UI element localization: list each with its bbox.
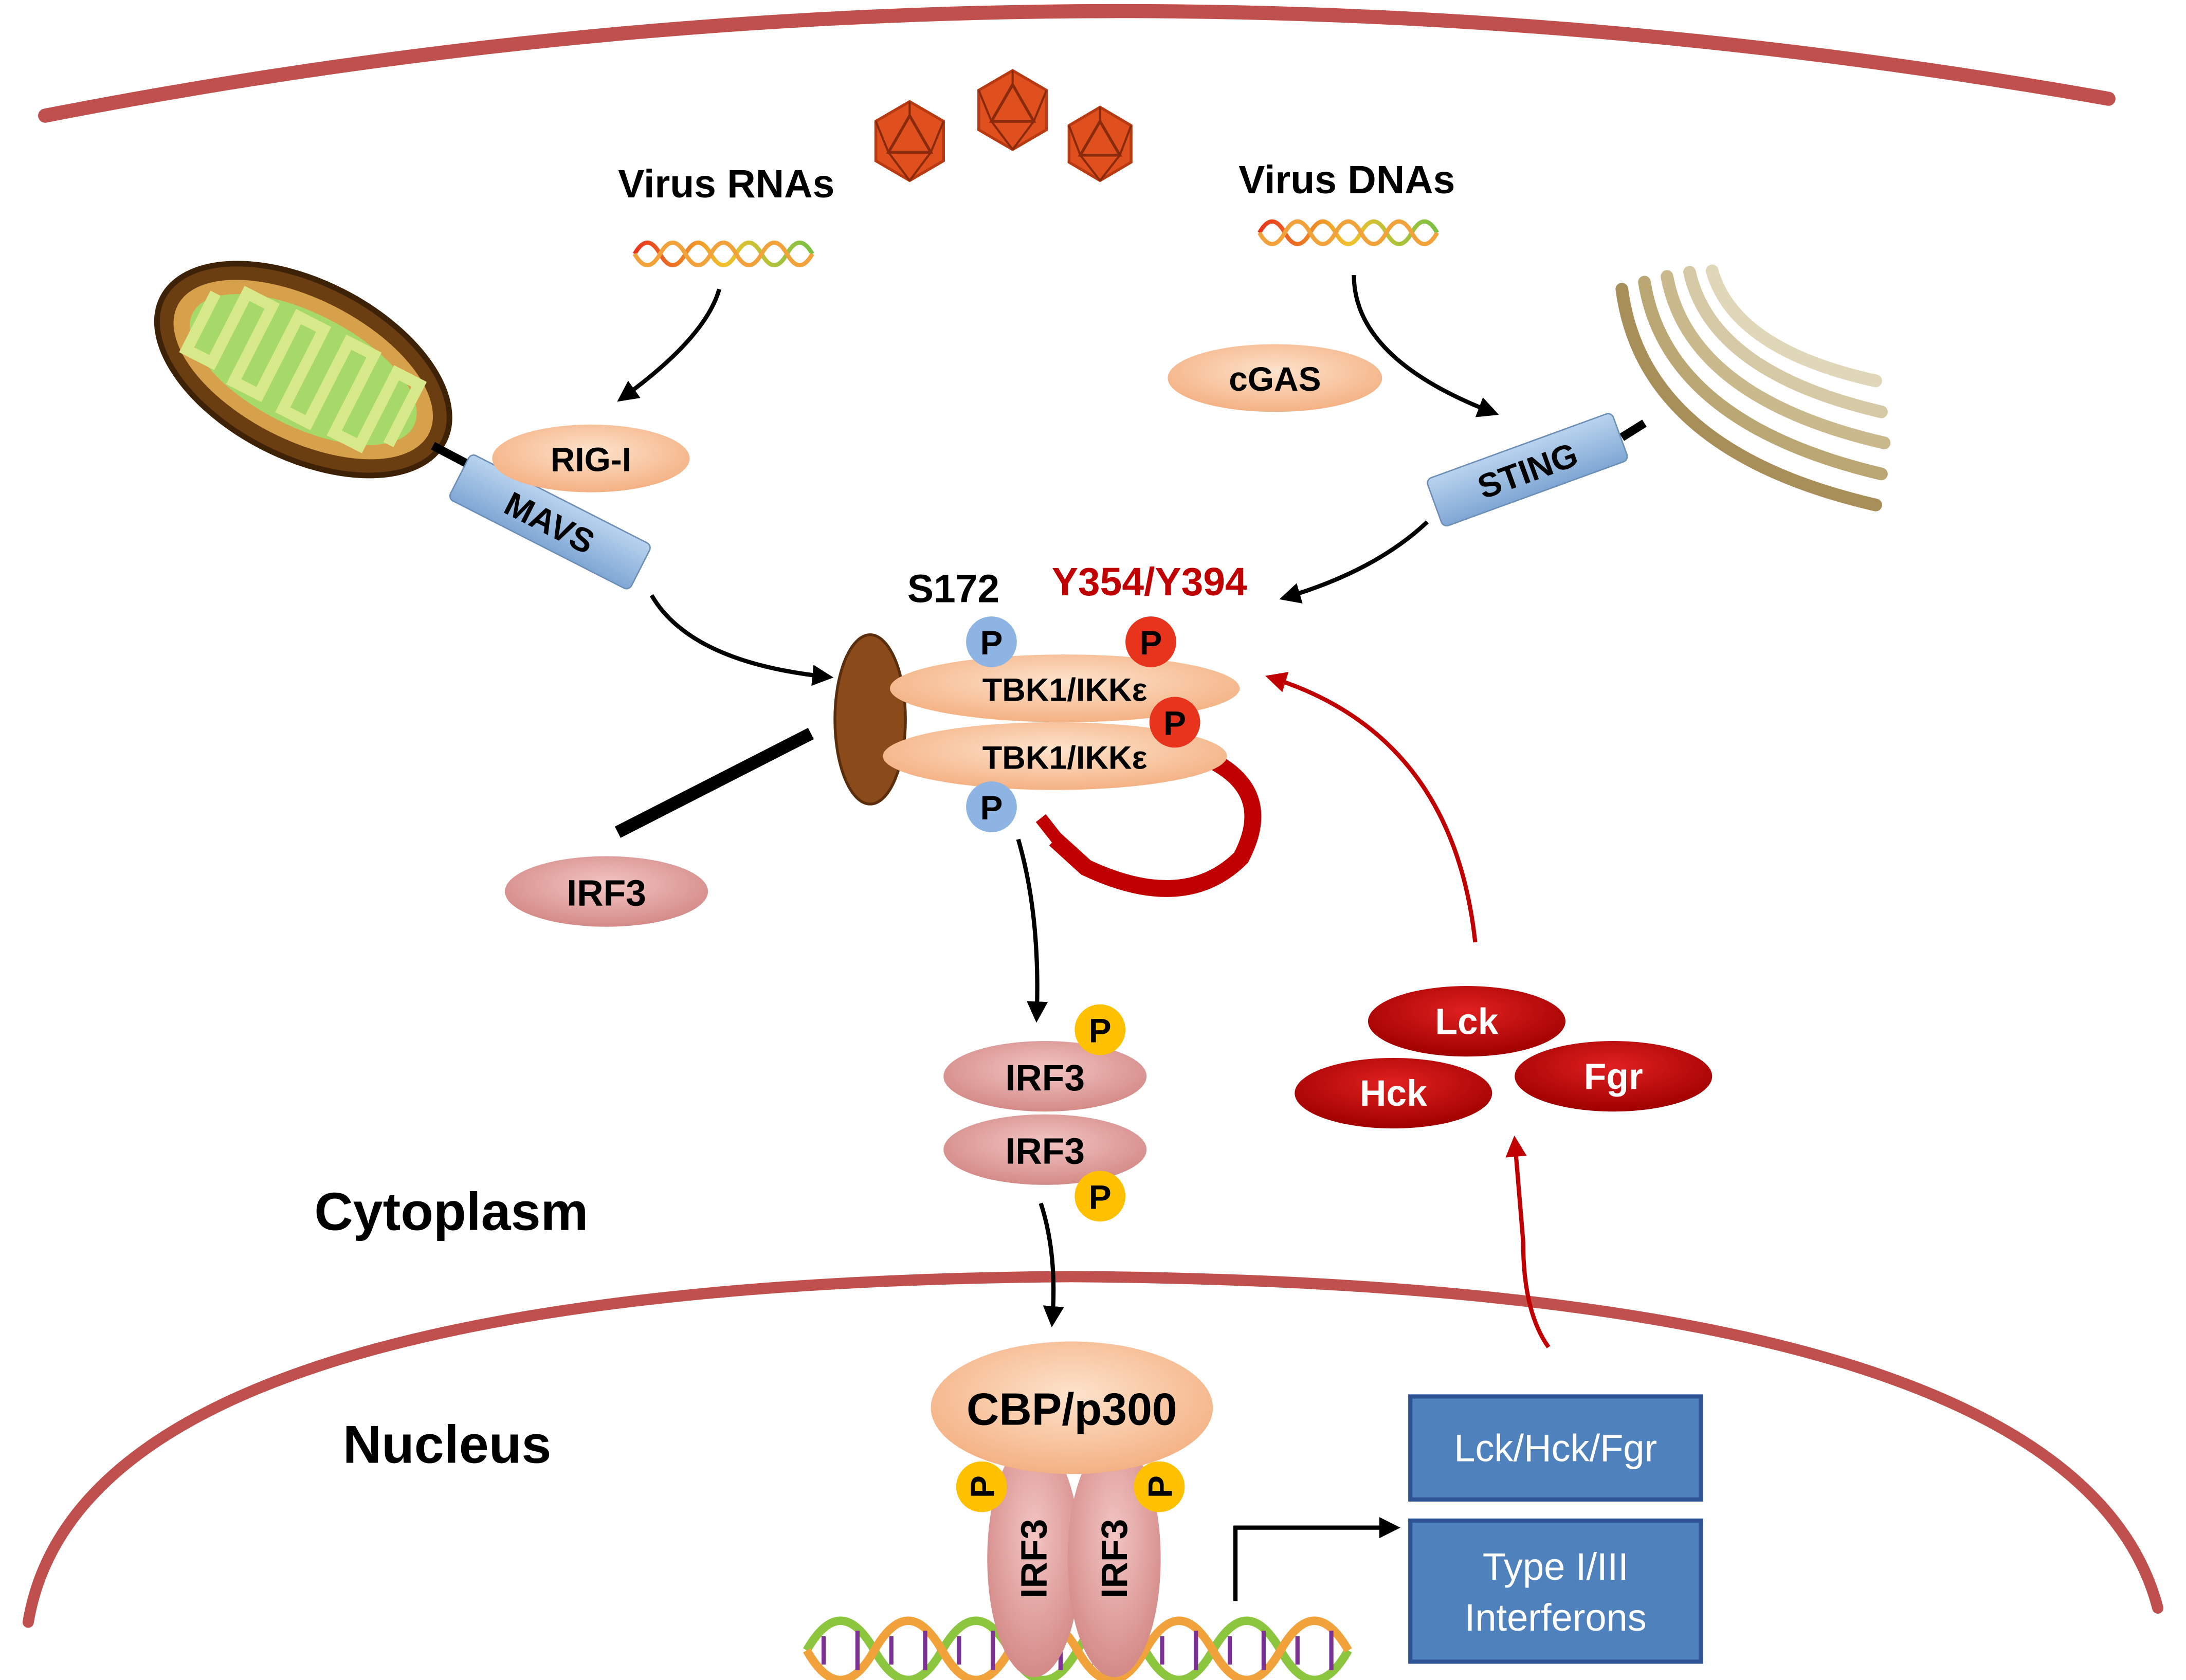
irf3-dimer-top-label: IRF3	[1005, 1057, 1085, 1099]
arrow-promoter-to-genes	[1233, 1517, 1401, 1601]
virus-dnas-label: Virus DNAs	[1238, 158, 1455, 202]
arrow-mavs-to-tbk1	[649, 594, 834, 686]
svg-text:P: P	[1140, 624, 1162, 662]
lck-label: Lck	[1435, 1001, 1499, 1042]
interferons-box	[1408, 1518, 1703, 1664]
mitochondrion-icon	[154, 261, 452, 479]
nucleus-label: Nucleus	[343, 1415, 551, 1474]
cbp-p300-label: CBP/p300	[967, 1384, 1177, 1434]
virus-rnas-label: Virus RNAs	[618, 162, 834, 206]
arrow-rna-to-rig-i	[617, 288, 722, 402]
tbk1-scaffold	[833, 633, 907, 806]
phosphate-icon: P	[1125, 616, 1176, 667]
phosphate-icon: P	[956, 1461, 1007, 1512]
sting-protein: STING	[1427, 413, 1628, 527]
cgas-label: cGAS	[1229, 360, 1321, 398]
tbk1-ikke-top-label: TBK1/IKKε	[982, 672, 1147, 708]
phosphate-icon: P	[1074, 1004, 1126, 1055]
arrow-irf3-to-nucleus	[1039, 1202, 1064, 1327]
dna-helix-icon	[632, 240, 814, 267]
phosphate-icon: P	[1074, 1171, 1126, 1222]
irf3-dimer-bottom	[943, 1114, 1147, 1185]
s172-label: S172	[907, 567, 999, 611]
virus-icon	[977, 69, 1048, 152]
tbk1-ikke-bottom-label: TBK1/IKKε	[982, 740, 1147, 776]
irf3-dimer-bottom-label: IRF3	[1005, 1131, 1085, 1172]
arrow-kinases-to-tbk1	[1265, 672, 1478, 943]
virus-icon	[874, 100, 945, 182]
arrow-tbk1-to-irf3	[1016, 838, 1048, 1023]
arrow-sting-to-tbk1	[1279, 520, 1429, 604]
phosphate-icon: P	[966, 781, 1017, 832]
irf3-dimer-top	[943, 1041, 1147, 1112]
cgas-protein	[1168, 344, 1382, 412]
cbp-p300-protein	[931, 1341, 1213, 1474]
tbk1-autoinhibition-bar	[1035, 814, 1077, 862]
phosphate-icon: P	[1134, 1461, 1185, 1512]
interferons-label-line2: Interferons	[1465, 1596, 1647, 1639]
cell-membrane	[38, 4, 2116, 123]
phosphate-icon: P	[966, 616, 1017, 667]
arrow-genes-to-kinases	[1505, 1135, 1551, 1348]
nuclear-membrane	[22, 1271, 2164, 1628]
irf3-dna-right-label: IRF3	[1094, 1519, 1135, 1599]
tbk1-autoinhibition-arc	[1049, 750, 1262, 897]
tbk1-ikke-bottom	[883, 722, 1227, 790]
irf3-dna-left-label: IRF3	[1013, 1519, 1054, 1599]
irf3-free	[505, 856, 708, 927]
irf3-dna-left	[987, 1440, 1081, 1677]
golgi-tether	[1619, 419, 1647, 441]
svg-text:P: P	[1141, 1475, 1179, 1498]
svg-text:P: P	[1089, 1178, 1112, 1216]
y354-y394-label: Y354/Y394	[1052, 560, 1247, 604]
kinase-genes-box	[1408, 1394, 1703, 1502]
rig-i-label: RIG-I	[551, 440, 631, 478]
phosphate-icon: P	[1149, 697, 1200, 748]
fgr-kinase	[1515, 1041, 1713, 1112]
dna-helix-icon	[1258, 219, 1439, 246]
lck-kinase	[1368, 985, 1565, 1057]
virus-icon	[1067, 105, 1133, 182]
svg-text:P: P	[1163, 704, 1186, 742]
rig-i-protein	[492, 424, 690, 492]
svg-text:P: P	[980, 789, 1003, 827]
hck-label: Hck	[1360, 1073, 1427, 1114]
fgr-label: Fgr	[1584, 1056, 1643, 1097]
kinase-genes-label: Lck/Hck/Fgr	[1454, 1427, 1657, 1470]
svg-text:P: P	[963, 1475, 1001, 1498]
hck-kinase	[1295, 1057, 1492, 1129]
irf3-inhibition-line	[614, 727, 814, 838]
cytoplasm-label: Cytoplasm	[314, 1182, 588, 1242]
arrow-dna-to-sting	[1352, 275, 1499, 417]
tbk1-ikke-top	[889, 654, 1240, 722]
irf3-free-label: IRF3	[567, 873, 646, 914]
svg-text:P: P	[1089, 1012, 1112, 1050]
svg-text:P: P	[980, 624, 1003, 662]
interferons-label-line1: Type I/III	[1483, 1545, 1629, 1588]
golgi-er-icon	[1615, 264, 1891, 512]
